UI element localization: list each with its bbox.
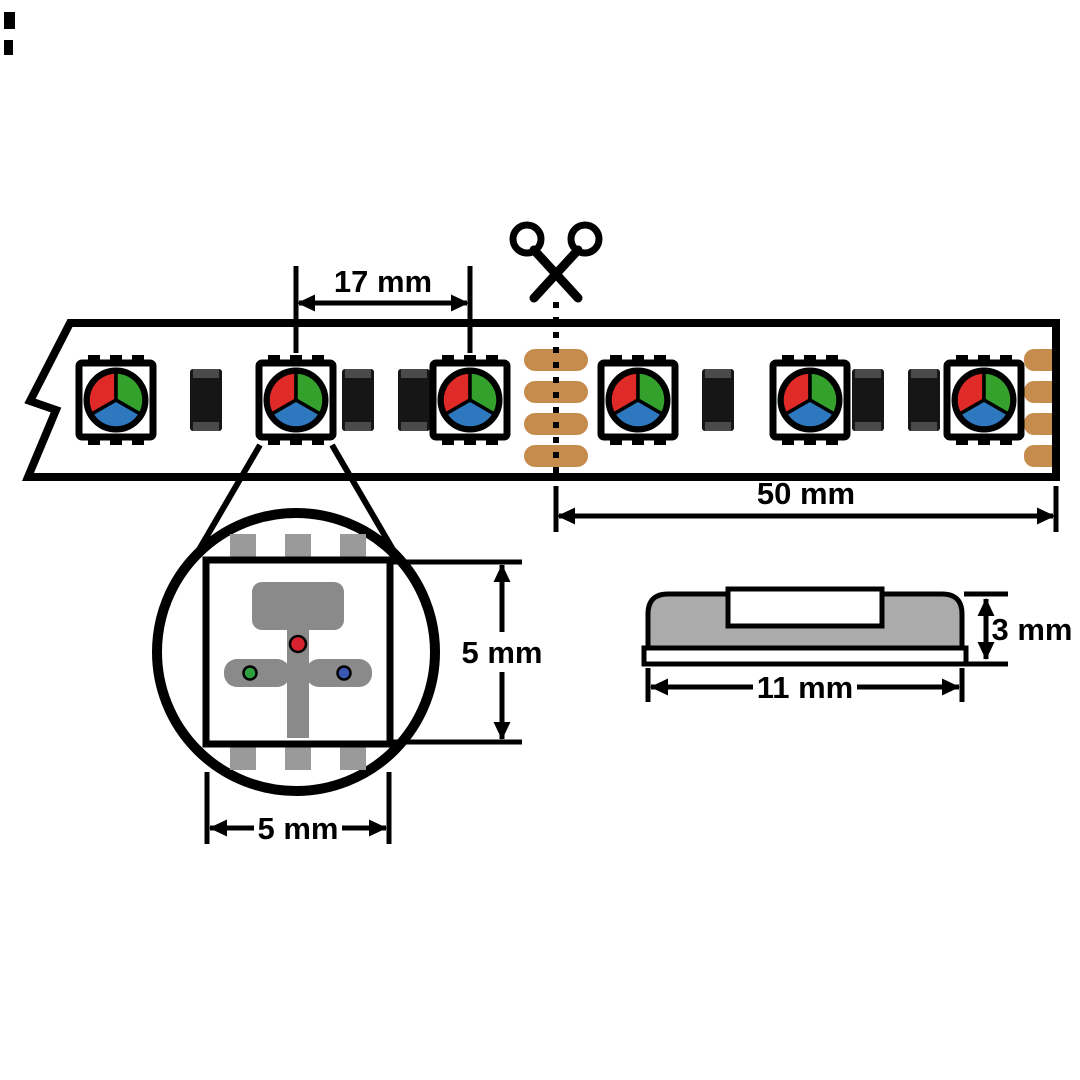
- package-height-label: 5 mm: [462, 635, 543, 670]
- edge-artifact-marks: [4, 12, 15, 55]
- rgb-led: [79, 355, 153, 445]
- pitch-label: 17 mm: [334, 264, 432, 299]
- solder-pad: [1024, 381, 1060, 403]
- profile-led-notch: [725, 586, 885, 629]
- arrowhead-left: [209, 819, 227, 837]
- solder-pad: [1024, 413, 1060, 435]
- dimension-profile-width: 11 mm: [645, 668, 965, 706]
- scissors-icon: [509, 221, 603, 303]
- led-strip: [21, 319, 1060, 481]
- profile-thickness-label: 3 mm: [992, 612, 1073, 647]
- profile-pcb: [641, 645, 969, 667]
- arrowhead-left: [297, 294, 315, 312]
- strip-profile-view: 3 mm 11 mm: [641, 586, 1073, 706]
- rgb-led: [259, 355, 333, 445]
- arrowhead-right: [451, 294, 469, 312]
- resistor-chip: [342, 369, 374, 431]
- label-backing: [458, 632, 546, 672]
- arrowhead-down: [977, 642, 995, 660]
- solder-pad: [1024, 445, 1060, 467]
- blue-die-dot: [336, 665, 352, 681]
- label-backing: [753, 668, 857, 706]
- rgb-led: [433, 355, 507, 445]
- arrowhead-up: [977, 598, 995, 616]
- magnifier-callout: 5 mm 5 mm: [152, 443, 546, 848]
- label-backing: [254, 808, 342, 848]
- profile-width-label: 11 mm: [757, 670, 854, 705]
- arrowhead-down: [493, 722, 511, 740]
- package-width-label: 5 mm: [258, 811, 339, 846]
- resistor-chip: [702, 369, 734, 431]
- green-die-dot: [242, 665, 258, 681]
- callout-line-left: [190, 443, 263, 562]
- rgb-led: [601, 355, 675, 445]
- resistor-chip: [852, 369, 884, 431]
- arrowhead-right: [369, 819, 387, 837]
- red-die-dot: [288, 634, 308, 654]
- rgb-led: [947, 355, 1021, 445]
- rgb-led: [773, 355, 847, 445]
- arrowhead-left: [557, 507, 575, 525]
- resistor-chip: [398, 369, 430, 431]
- cut-length-label: 50 mm: [757, 476, 855, 511]
- dimension-profile-thickness: 3 mm: [964, 591, 1073, 667]
- strip-end-solder-pads: [1024, 349, 1060, 467]
- dimension-package-width: 5 mm: [204, 772, 392, 848]
- dimension-cut-length: 50 mm: [553, 476, 1059, 532]
- dimension-package-height: 5 mm: [392, 559, 546, 745]
- arrowhead-right: [942, 678, 960, 696]
- arrowhead-right: [1037, 507, 1055, 525]
- led-package-top-view: [202, 534, 394, 770]
- arrowhead-up: [493, 564, 511, 582]
- resistor-chip: [190, 369, 222, 431]
- dimension-led-pitch: 17 mm: [293, 264, 473, 353]
- arrowhead-left: [650, 678, 668, 696]
- solder-pad: [1024, 349, 1060, 371]
- callout-line-right: [329, 443, 402, 562]
- resistor-chip: [908, 369, 940, 431]
